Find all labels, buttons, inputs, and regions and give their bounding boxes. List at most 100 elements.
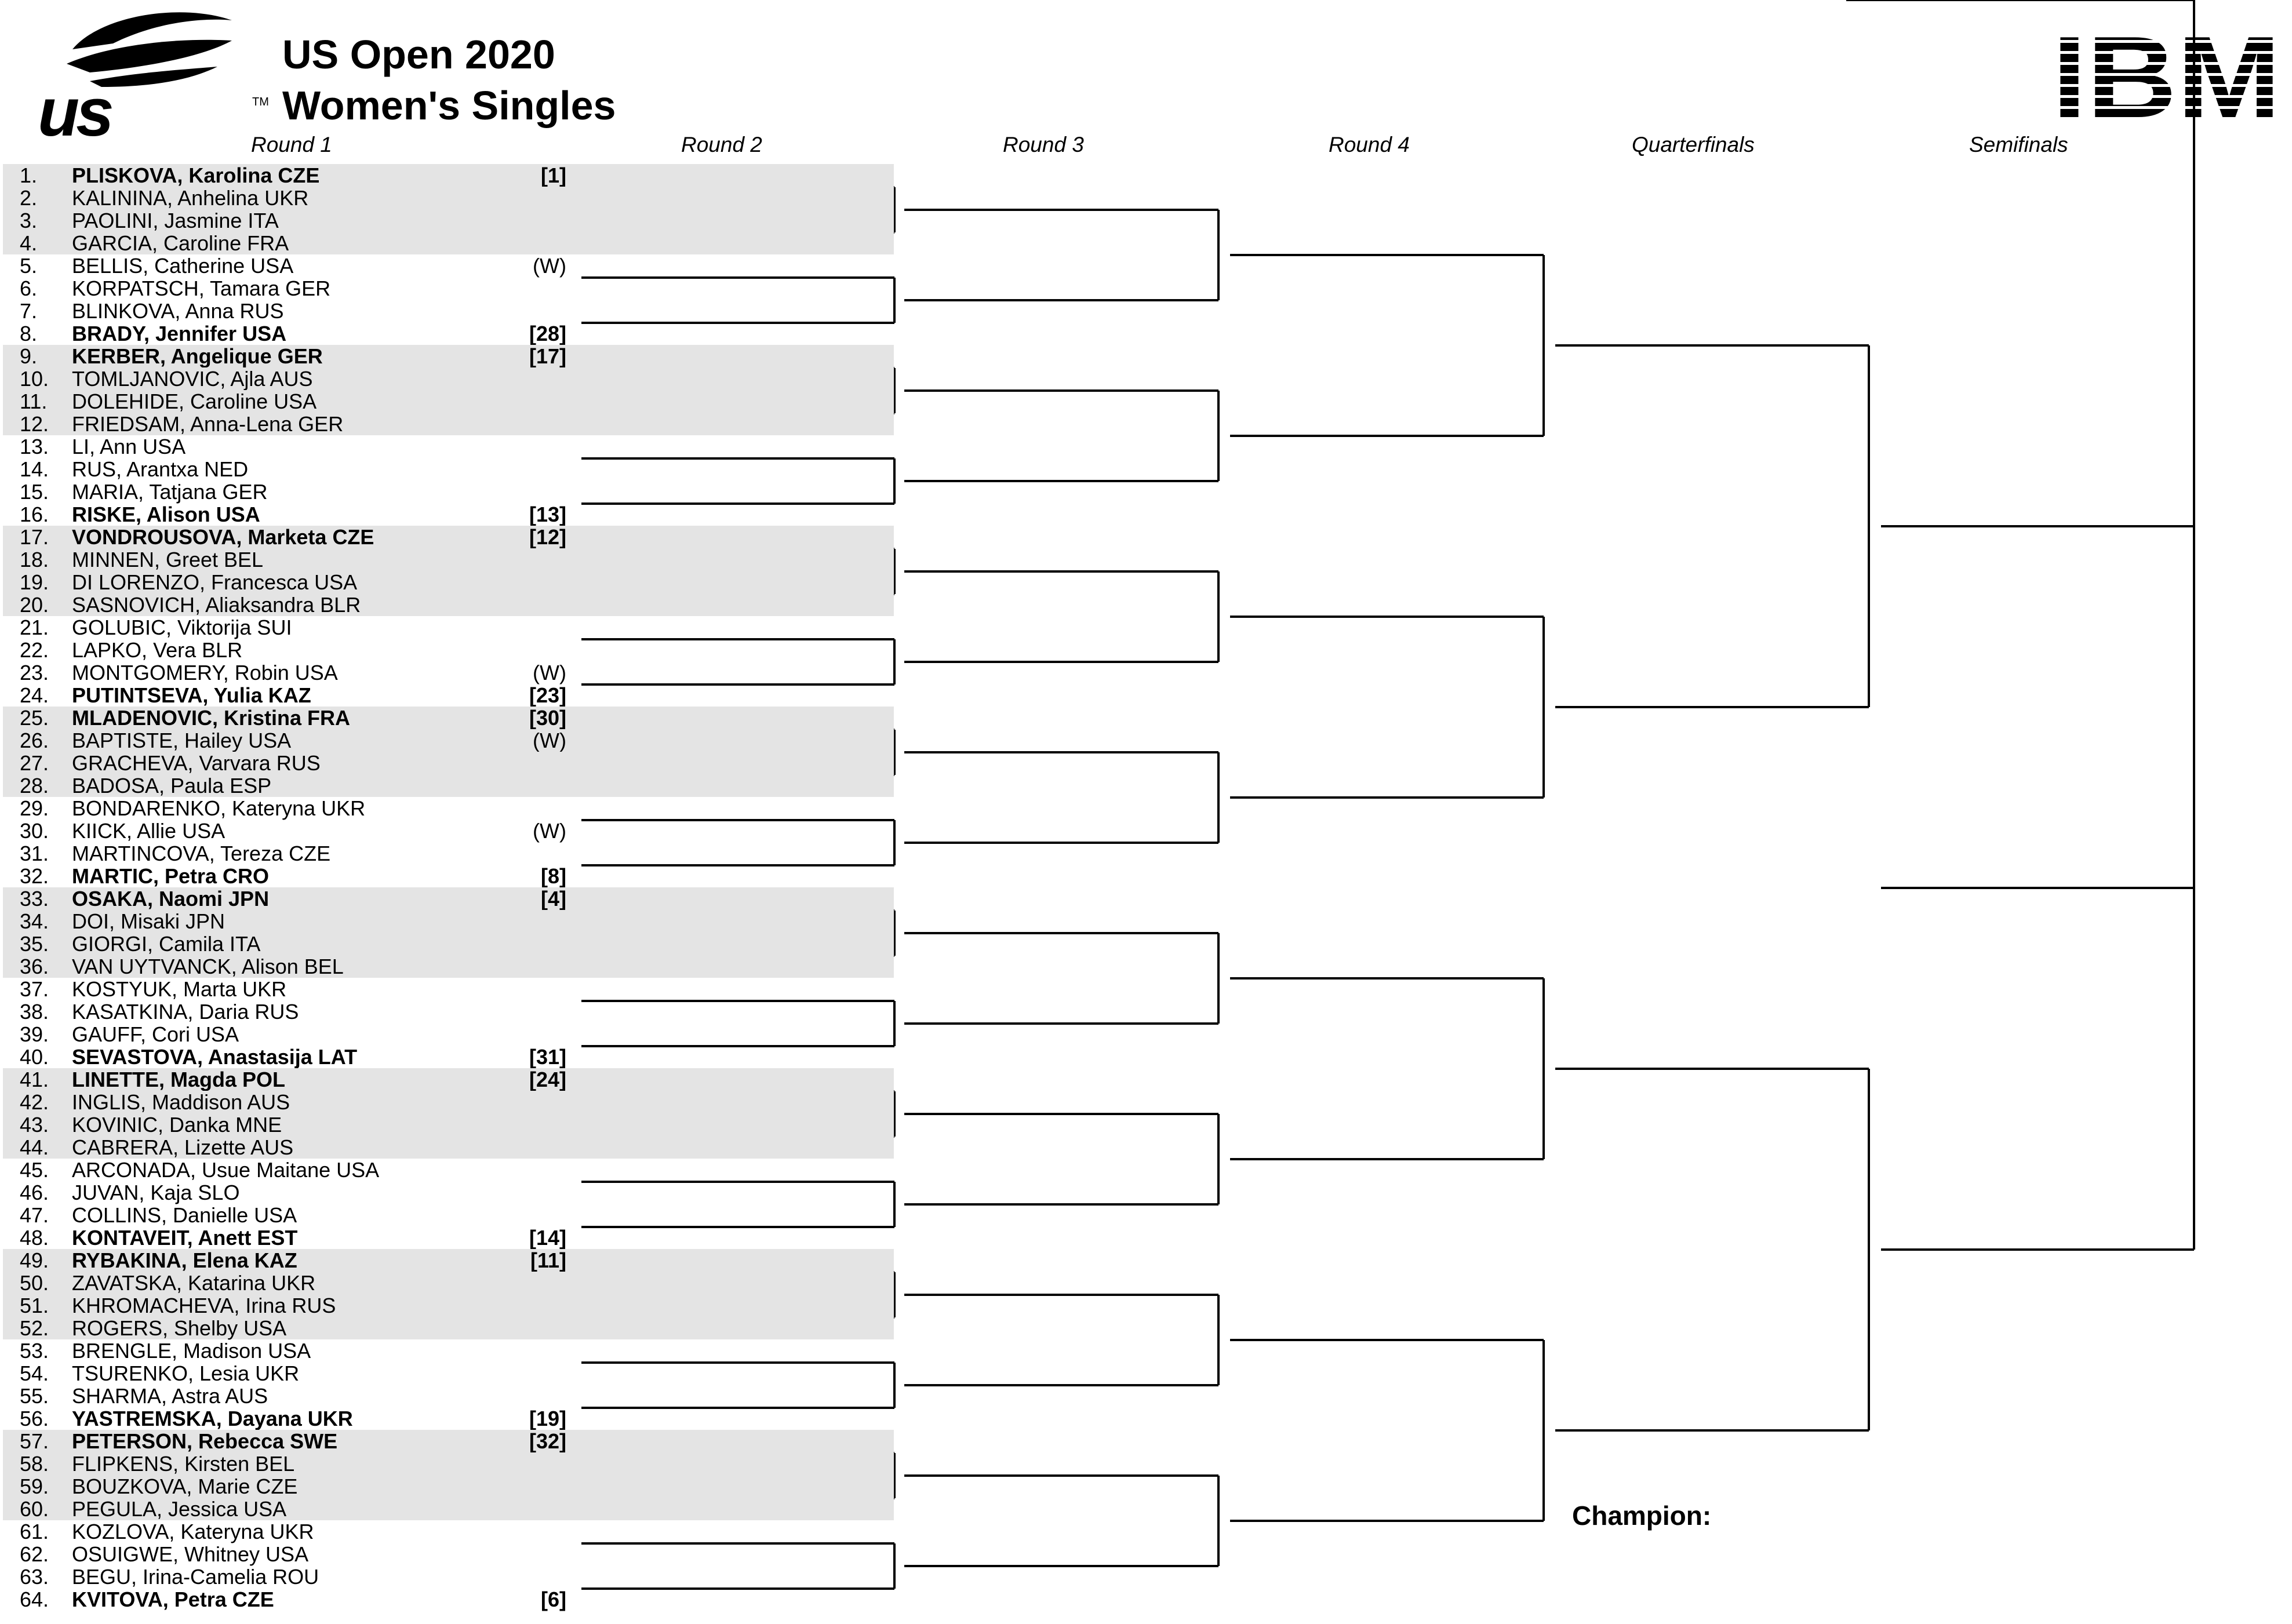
draw-row: 30. KIICK, Allie USA (W) [3, 820, 894, 842]
draw-position: 13. [20, 435, 49, 458]
player-seed: [13] [529, 503, 566, 526]
draw-position: 44. [20, 1135, 49, 1159]
player-name: FLIPKENS, Kirsten BEL [72, 1452, 295, 1476]
draw-position: 5. [20, 254, 38, 278]
player-name: KHROMACHEVA, Irina RUS [72, 1294, 336, 1317]
draw-row: 47.COLLINS, Danielle USA [3, 1204, 894, 1226]
player-seed: [8] [541, 864, 566, 888]
player-name: PEGULA, Jessica USA [72, 1497, 287, 1521]
draw-row: 62.OSUIGWE, Whitney USA [3, 1543, 894, 1565]
draw-position: 12. [20, 412, 49, 436]
player-name: TSURENKO, Lesia UKR [72, 1361, 300, 1385]
player-seed: [17] [529, 344, 566, 368]
draw-position: 50. [20, 1271, 49, 1295]
player-name: BLINKOVA, Anna RUS [72, 299, 284, 323]
draw-row: 56.YASTREMSKA, Dayana UKR[19] [3, 1407, 894, 1430]
player-name: GIORGI, Camila ITA [72, 932, 261, 956]
title-event: US Open 2020 [282, 32, 555, 77]
draw-position: 35. [20, 932, 49, 956]
draw-row: 10.TOMLJANOVIC, Ajla AUS [3, 367, 894, 390]
player-name: BRENGLE, Madison USA [72, 1339, 311, 1363]
draw-row: 36.VAN UYTVANCK, Alison BEL [3, 955, 894, 978]
player-name: JUVAN, Kaja SLO [72, 1181, 240, 1204]
round-header-4: Round 4 [1329, 133, 1410, 156]
draw-row: 59. BOUZKOVA, Marie CZE [3, 1475, 894, 1498]
draw-row: 42.INGLIS, Maddison AUS [3, 1091, 894, 1113]
player-name: MARTIC, Petra CRO [72, 864, 270, 888]
draw-position: 57. [20, 1429, 49, 1453]
draw-position: 15. [20, 480, 49, 504]
draw-row: 15.MARIA, Tatjana GER [3, 480, 894, 503]
draw-position: 30. [20, 819, 49, 843]
champion-label: Champion: [1572, 1501, 1712, 1531]
player-name: MONTGOMERY, Robin USA [72, 661, 338, 684]
draw-row: 37.KOSTYUK, Marta UKR [3, 978, 894, 1000]
player-seed: [6] [541, 1587, 566, 1611]
draw-position: 61. [20, 1520, 49, 1543]
player-name: ZAVATSKA, Katarina UKR [72, 1271, 316, 1295]
player-seed: [30] [529, 706, 566, 730]
draw-position: 56. [20, 1407, 49, 1430]
player-name: OSAKA, Naomi JPN [72, 887, 270, 911]
draw-row: 3.PAOLINI, Jasmine ITA [3, 209, 894, 232]
player-name: KIICK, Allie USA [72, 819, 225, 843]
player-name: OSUIGWE, Whitney USA [72, 1542, 309, 1566]
draw-position: 24. [20, 683, 49, 707]
player-name: BAPTISTE, Hailey USA [72, 729, 292, 752]
draw-position: 3. [20, 209, 38, 232]
player-seed: (W) [533, 819, 566, 843]
draw-row: 53.BRENGLE, Madison USA [3, 1339, 894, 1362]
draw-row: 33.OSAKA, Naomi JPN[4] [3, 887, 894, 910]
draw-row: 23.MONTGOMERY, Robin USA(W) [3, 661, 894, 684]
draw-row: 51.KHROMACHEVA, Irina RUS [3, 1294, 894, 1317]
draw-row: 20.SASNOVICH, Aliaksandra BLR [3, 593, 894, 616]
draw-row: 27. GRACHEVA, Varvara RUS [3, 752, 894, 774]
player-name: BELLIS, Catherine USA [72, 254, 294, 278]
draw-row: 49.RYBAKINA, Elena KAZ[11] [3, 1249, 894, 1272]
draw-position: 22. [20, 638, 49, 662]
draw-position: 9. [20, 344, 38, 368]
player-name: GRACHEVA, Varvara RUS [72, 751, 321, 775]
draw-row: 7. BLINKOVA, Anna RUS [3, 300, 894, 322]
draw-row: 16.RISKE, Alison USA[13] [3, 503, 894, 526]
draw-position: 36. [20, 955, 49, 978]
player-seed: [28] [529, 322, 566, 345]
round-header-2: Round 2 [681, 133, 762, 156]
player-seed: [19] [529, 1407, 566, 1430]
player-name: LAPKO, Vera BLR [72, 638, 243, 662]
player-name: RUS, Arantxa NED [72, 457, 249, 481]
draw-row: 38.KASATKINA, Daria RUS [3, 1000, 894, 1023]
draw-position: 16. [20, 503, 49, 526]
draw-row: 35. GIORGI, Camila ITA [3, 933, 894, 955]
player-name: BEGU, Irina-Camelia ROU [72, 1565, 319, 1589]
round-header-3: Round 3 [1003, 133, 1084, 156]
draw-position: 7. [20, 299, 38, 323]
player-name: KONTAVEIT, Anett EST [72, 1226, 298, 1250]
draw-position: 45. [20, 1158, 49, 1182]
player-name: GOLUBIC, Viktorija SUI [72, 616, 292, 639]
draw-position: 33. [20, 887, 49, 911]
draw-row: 5. BELLIS, Catherine USA (W) [3, 254, 894, 277]
trademark-mark: TM [252, 96, 269, 108]
draw-position: 27. [20, 751, 49, 775]
draw-position: 52. [20, 1316, 49, 1340]
draw-row: 17.VONDROUSOVA, Marketa CZE[12] [3, 526, 894, 548]
draw-row: 22. LAPKO, Vera BLR [3, 639, 894, 661]
player-name: MINNEN, Greet BEL [72, 548, 264, 571]
draw-position: 10. [20, 367, 49, 391]
player-name: PUTINTSEVA, Yulia KAZ [72, 683, 311, 707]
player-name: VONDROUSOVA, Marketa CZE [72, 525, 374, 549]
player-name: KORPATSCH, Tamara GER [72, 276, 331, 300]
player-seed: [32] [529, 1429, 566, 1453]
draw-position: 19. [20, 570, 49, 594]
player-seed: (W) [533, 254, 566, 278]
draw-row: 2.KALININA, Anhelina UKR [3, 187, 894, 209]
player-name: ARCONADA, Usue Maitane USA [72, 1158, 380, 1182]
player-seed: (W) [533, 729, 566, 752]
player-name: BOUZKOVA, Marie CZE [72, 1474, 298, 1498]
draw-position: 42. [20, 1090, 49, 1114]
player-name: COLLINS, Danielle USA [72, 1203, 297, 1227]
draw-row: 55.SHARMA, Astra AUS [3, 1385, 894, 1407]
player-name: KOVINIC, Danka MNE [72, 1113, 282, 1137]
draw-position: 59. [20, 1474, 49, 1498]
